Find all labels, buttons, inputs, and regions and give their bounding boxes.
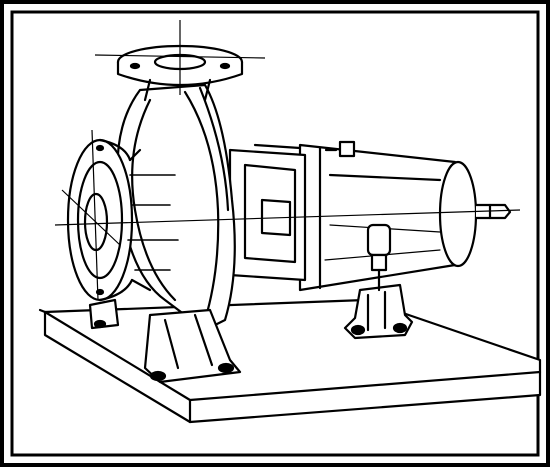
volute-casing [116, 83, 236, 332]
oil-cup [366, 223, 392, 292]
pump-feet [88, 298, 242, 384]
casing-ribs [127, 174, 179, 271]
centerlines [54, 20, 521, 301]
motor-body [298, 140, 478, 292]
motor-foot [343, 283, 414, 340]
shaft-end [474, 203, 512, 220]
bearing-frame [228, 143, 307, 282]
suction-flange [66, 138, 152, 302]
